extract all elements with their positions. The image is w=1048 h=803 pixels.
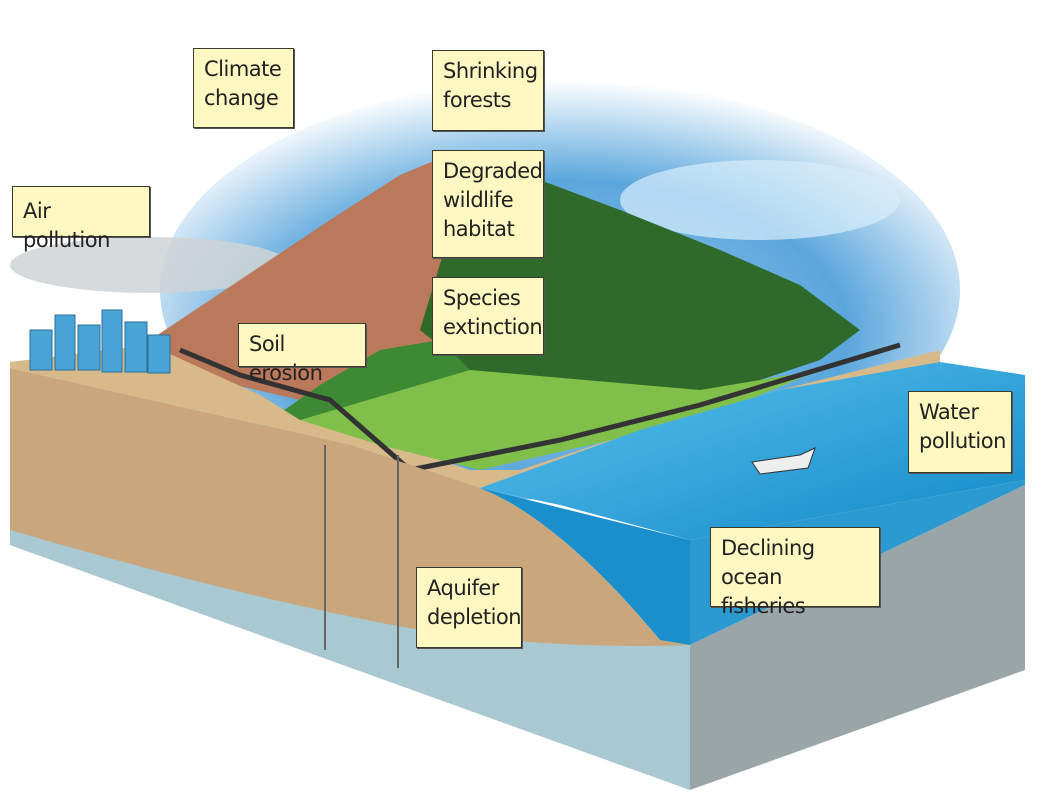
label-soil-erosion: Soil erosion (238, 323, 366, 385)
ocean-surface (480, 362, 1025, 540)
label-line: Soil erosion (249, 332, 323, 385)
aquifer-layer (10, 530, 690, 790)
label-climate-change: Climate change (193, 48, 294, 128)
label-species-extinction: Species extinction (432, 277, 544, 355)
label-line: fisheries (721, 594, 806, 618)
label-line: Air pollution (23, 199, 110, 252)
fishing-boat (751, 447, 816, 475)
label-line: Degraded (443, 159, 543, 183)
label-line: extinction (443, 315, 543, 339)
city (29, 309, 171, 374)
label-shrinking-forests: Shrinking forests (432, 50, 544, 131)
smoke (10, 237, 290, 293)
label-line: depletion (427, 605, 522, 629)
ocean-cross-section (480, 488, 690, 645)
label-air-pollution: Air pollution (12, 186, 150, 252)
label-line: change (204, 86, 279, 110)
village-lawn (300, 370, 820, 470)
label-line: Species (443, 286, 521, 310)
label-degraded-habitat: Degraded wildlife habitat (432, 150, 544, 258)
label-line: Water (919, 400, 979, 424)
label-line: habitat (443, 217, 515, 241)
label-aquifer-depletion: Aquifer depletion (416, 567, 522, 648)
label-line: Climate (204, 57, 282, 81)
label-water-pollution: Water pollution (908, 391, 1012, 473)
label-line: Declining ocean (721, 536, 815, 589)
label-line: Aquifer (427, 576, 499, 600)
label-line: pollution (919, 429, 1006, 453)
label-ocean-fisheries: Declining ocean fisheries (710, 527, 880, 618)
cloud (620, 160, 900, 240)
label-line: wildlife (443, 188, 514, 212)
label-line: Shrinking (443, 59, 538, 83)
rock-face (690, 485, 1025, 790)
label-line: forests (443, 88, 511, 112)
